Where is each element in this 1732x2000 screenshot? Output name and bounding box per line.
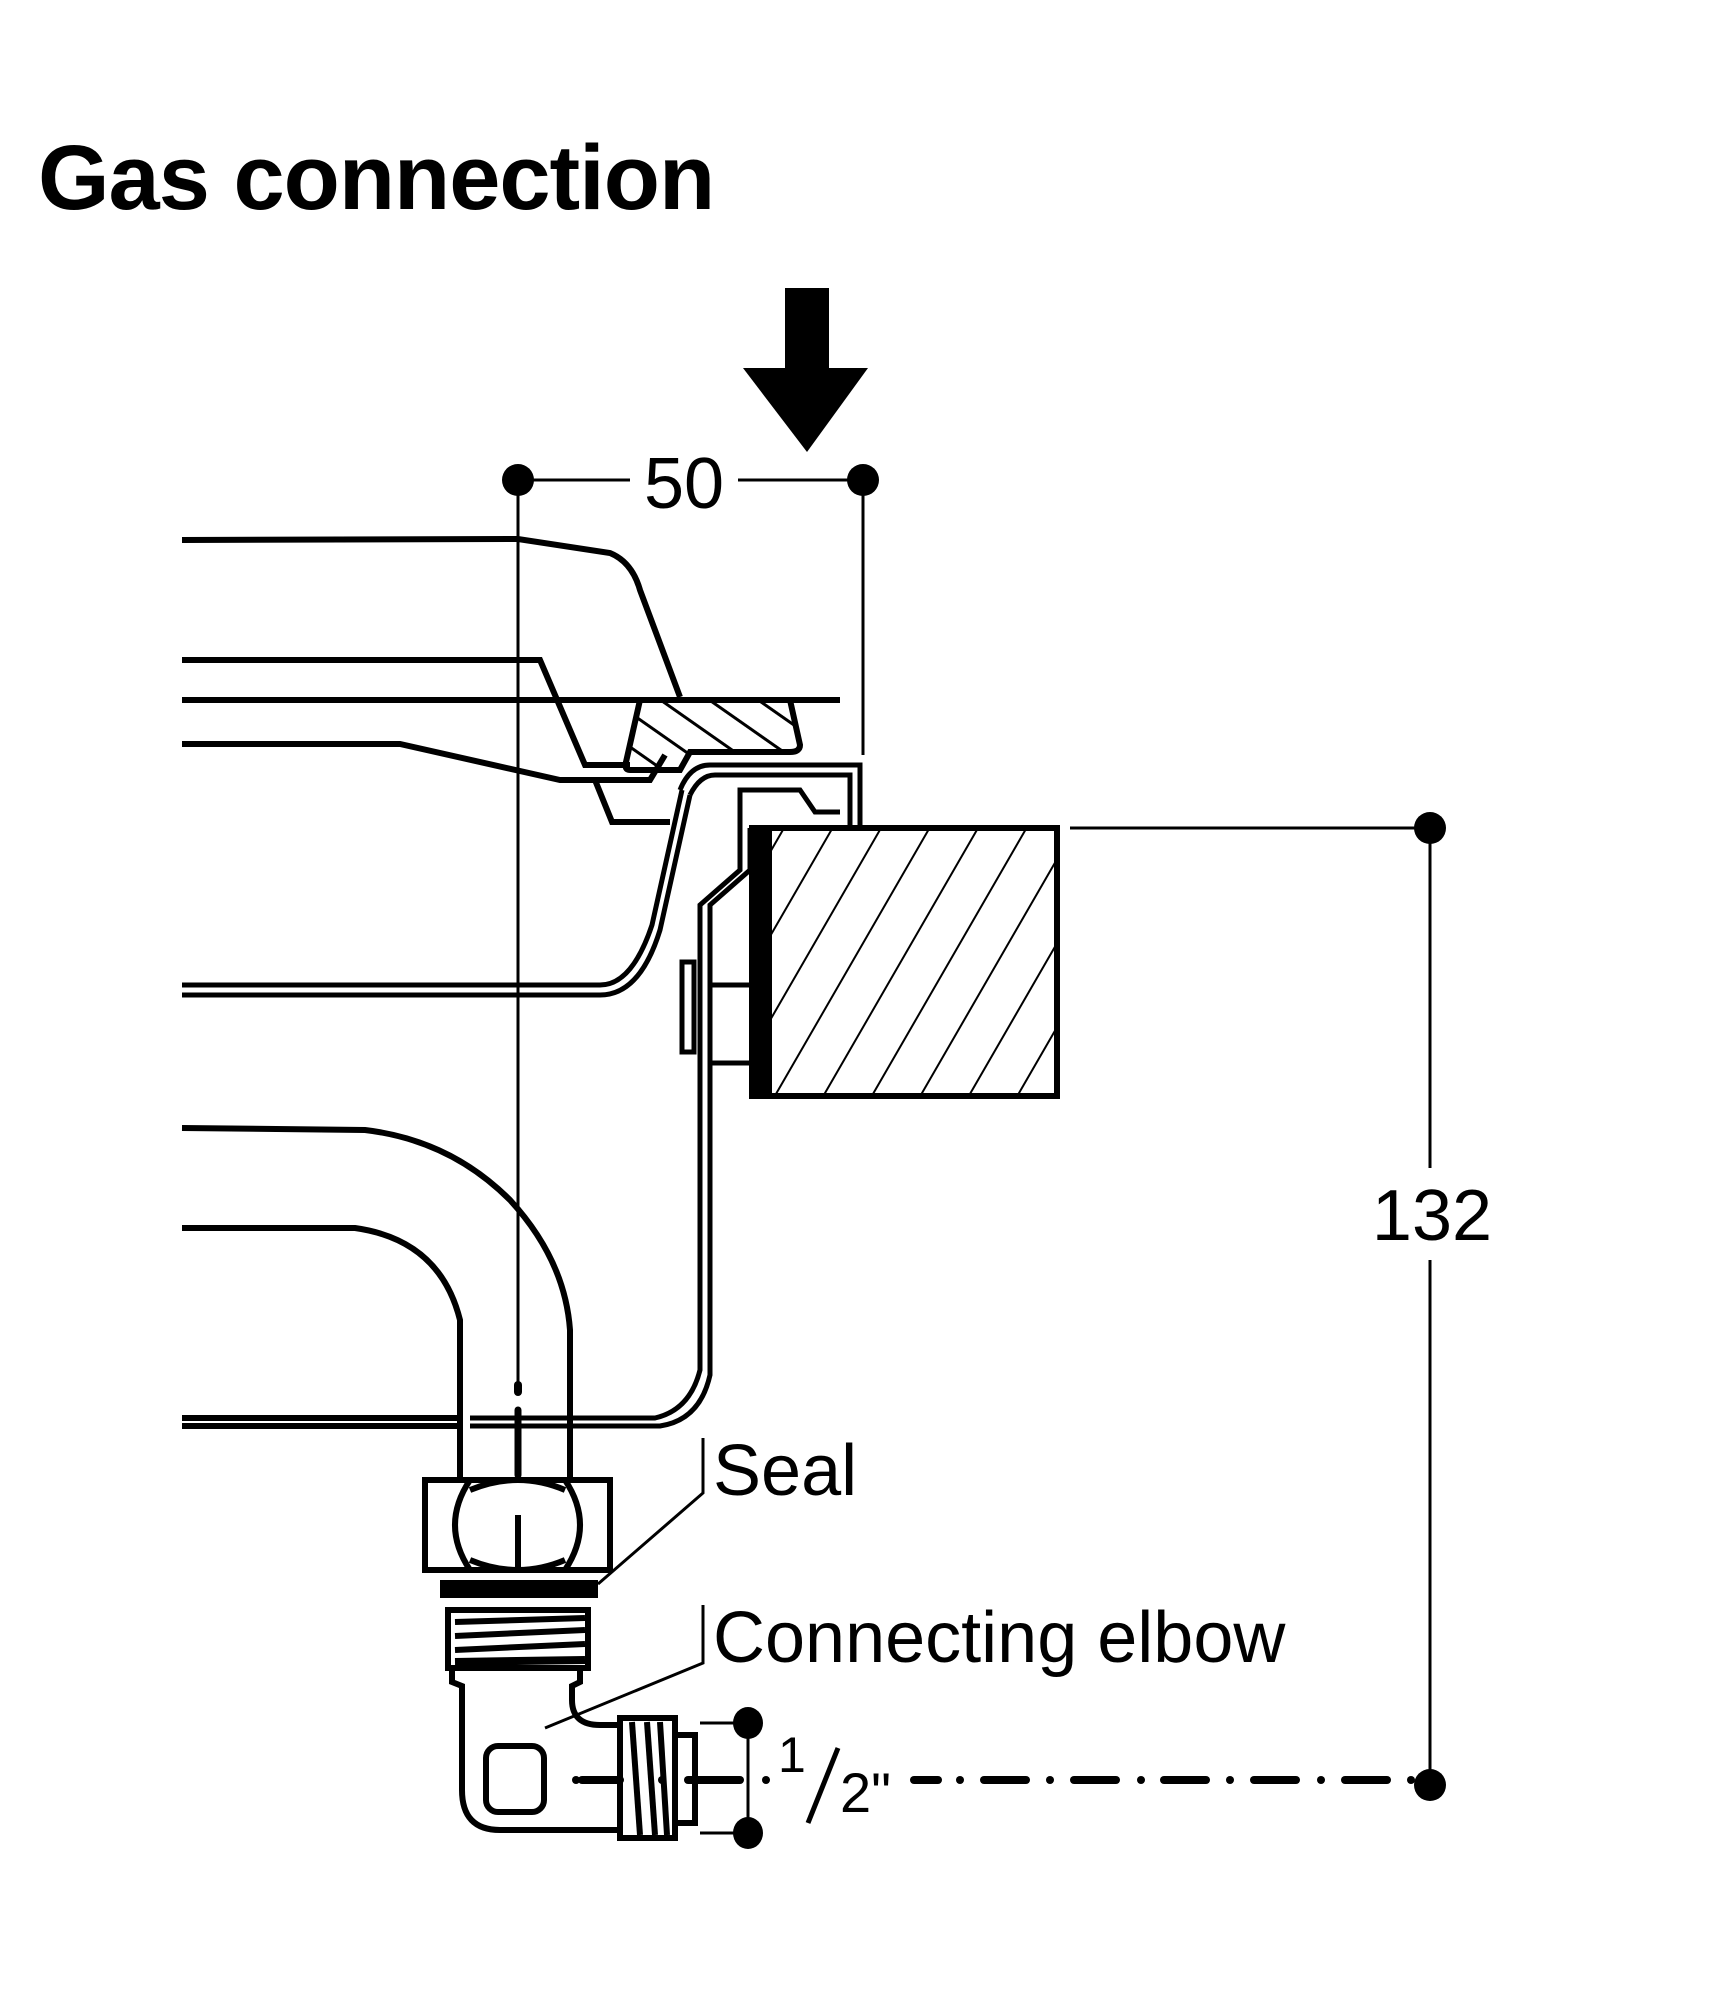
worktop-section: [749, 825, 1430, 1099]
dimension-50-label: 50: [644, 444, 724, 524]
dimension-50: 50: [502, 444, 879, 1385]
page-title: Gas connection: [38, 127, 715, 229]
dimension-132-label: 132: [1372, 1176, 1492, 1256]
elbow-label: Connecting elbow: [713, 1598, 1286, 1678]
arrow-down-icon: [743, 288, 868, 452]
trim-seal-piece: [622, 697, 804, 773]
mounting-bracket: [182, 762, 863, 1429]
thread-denominator: 2": [840, 1761, 891, 1824]
elbow-callout: Connecting elbow: [544, 1598, 1286, 1730]
threaded-fitting: [445, 1607, 591, 1671]
dimension-132: 132: [1372, 812, 1492, 1801]
gas-pipe: [181, 1125, 573, 1480]
seal-label: Seal: [713, 1431, 857, 1511]
thread-numerator: 1: [778, 1727, 806, 1783]
seal: [440, 1580, 598, 1598]
hex-nut: [422, 1477, 613, 1573]
dimension-thread: 1 2": [700, 1707, 891, 1849]
seal-callout: Seal: [597, 1431, 857, 1586]
hob-body: [181, 535, 840, 825]
connecting-elbow: [449, 1668, 698, 1841]
